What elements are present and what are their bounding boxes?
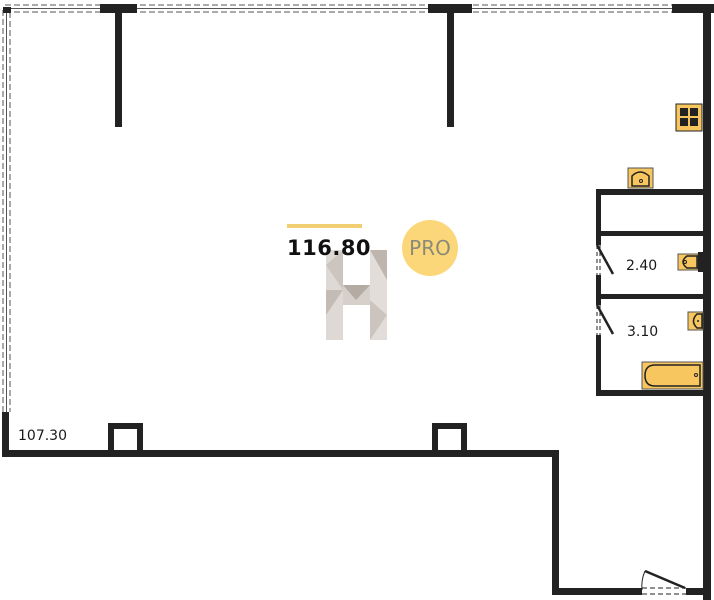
room-area-toilet: 2.40 — [626, 258, 658, 274]
toilet-icon — [677, 252, 706, 272]
window-left — [2, 10, 11, 412]
bathtub-icon — [641, 361, 704, 390]
door-bathroom[interactable] — [595, 304, 615, 335]
stove-icon — [675, 103, 703, 132]
total-area: 116.80 — [287, 236, 372, 260]
door-toilet[interactable] — [595, 244, 615, 275]
door-entrance[interactable] — [641, 569, 686, 595]
pro-badge: PRO — [402, 220, 458, 276]
logo-h-icon — [326, 250, 387, 340]
room-area-bathroom: 3.10 — [627, 324, 659, 340]
room-area-main: 107.30 — [18, 428, 67, 444]
walls — [2, 4, 714, 600]
kitchen-sink-icon — [627, 167, 654, 189]
bathroom-sink-icon — [687, 311, 704, 331]
area-accent-bar — [287, 224, 362, 228]
